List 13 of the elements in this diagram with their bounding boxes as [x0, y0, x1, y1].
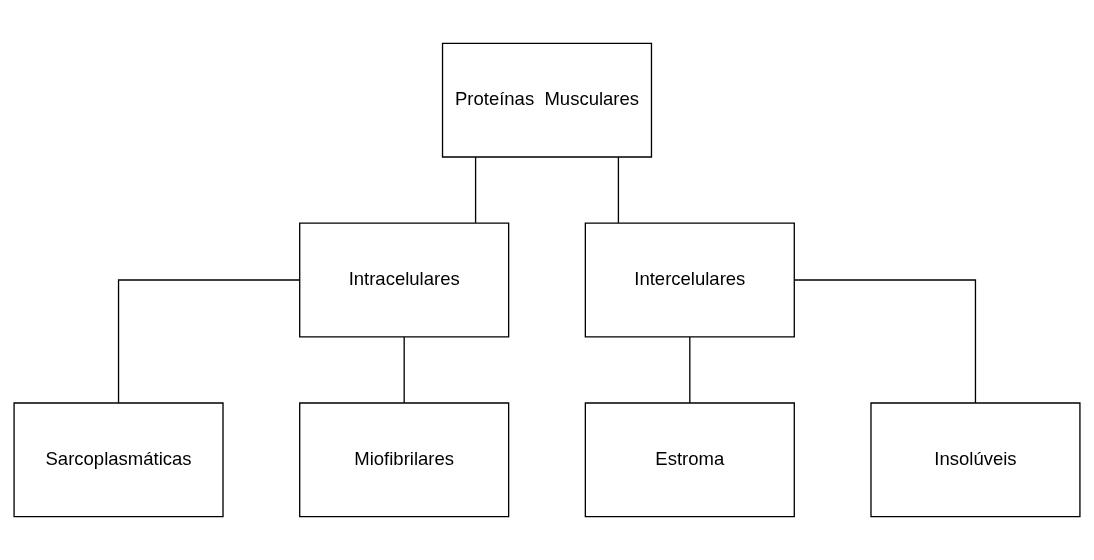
node-box: Estroma: [584, 402, 795, 518]
connector: [403, 336, 405, 404]
node-box: Miofibrilares: [299, 402, 510, 518]
connector: [689, 336, 691, 404]
connector: [617, 156, 620, 224]
node-box: Sarcoplasmáticas: [13, 402, 224, 518]
connector: [793, 279, 977, 404]
node-box: Proteínas Musculares: [441, 42, 653, 158]
node-box: Insolúveis: [870, 402, 1081, 518]
node-box: Intercelulares: [584, 222, 795, 338]
node-box: Intracelulares: [299, 222, 510, 338]
connector: [117, 279, 301, 404]
connector: [474, 156, 477, 224]
